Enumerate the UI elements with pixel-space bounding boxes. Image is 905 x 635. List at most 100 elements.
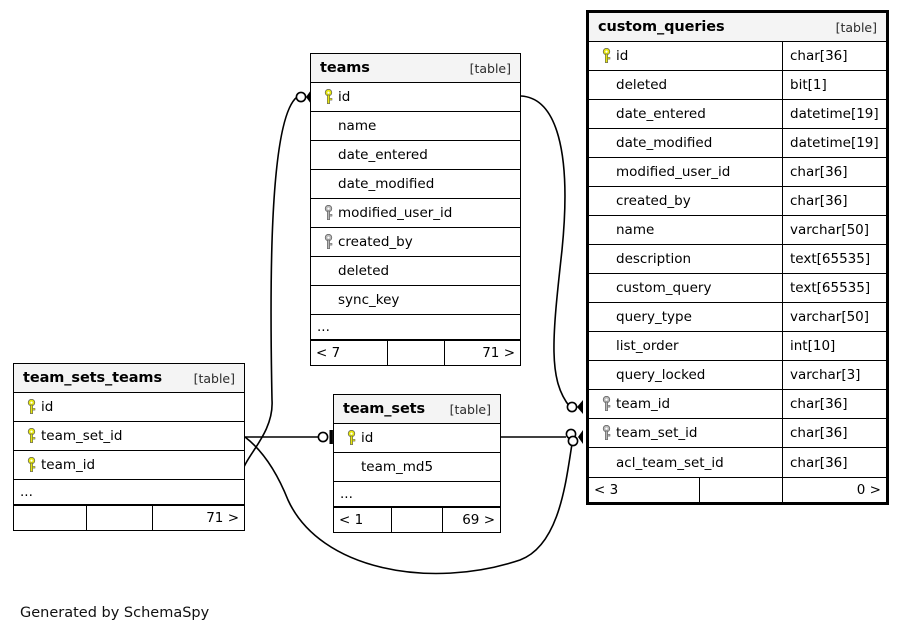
column-type: varchar[3] bbox=[782, 361, 886, 389]
column-name: description bbox=[616, 251, 692, 267]
more-columns-indicator: ... bbox=[334, 482, 500, 507]
column-name: name bbox=[616, 222, 655, 238]
table-type-tag: [table] bbox=[469, 60, 511, 76]
table-type-tag: [table] bbox=[449, 401, 491, 417]
primary-key-icon bbox=[22, 457, 41, 473]
footer-children-count: 71 > bbox=[444, 341, 520, 365]
footer-middle bbox=[391, 508, 442, 532]
footer-middle bbox=[387, 341, 444, 365]
column-type: char[36] bbox=[782, 390, 886, 418]
column-name-cell: created_by bbox=[311, 234, 520, 250]
column-name: modified_user_id bbox=[616, 164, 731, 180]
table-row[interactable]: sync_key bbox=[311, 286, 520, 315]
column-name: deleted bbox=[338, 263, 390, 279]
table-rows-team-sets-teams: id team_set_id team_id... bbox=[14, 393, 244, 505]
column-name: deleted bbox=[616, 77, 668, 93]
table-row[interactable]: date_entered bbox=[311, 141, 520, 170]
table-row[interactable]: modified_user_id bbox=[311, 199, 520, 228]
column-name-cell: team_md5 bbox=[334, 459, 500, 475]
table-teams[interactable]: teams [table] id name date_entered date_mod… bbox=[310, 53, 521, 366]
table-row[interactable]: team_id bbox=[14, 451, 244, 480]
column-type: char[36] bbox=[782, 158, 886, 186]
table-row[interactable]: query_locked varchar[3] bbox=[589, 361, 886, 390]
edge-teams-to-custom-queries bbox=[520, 95, 571, 408]
footer-parents-count: < 3 bbox=[594, 482, 619, 498]
table-header-teams: teams [table] bbox=[311, 54, 520, 83]
column-name: team_set_id bbox=[616, 425, 698, 441]
column-name: query_locked bbox=[616, 367, 706, 383]
column-name: team_id bbox=[41, 457, 96, 473]
column-name-cell: deleted bbox=[311, 263, 520, 279]
table-row[interactable]: id bbox=[14, 393, 244, 422]
table-row[interactable]: created_by bbox=[311, 228, 520, 257]
endpoint-circle-custom-queries-team-set-id-a bbox=[565, 428, 577, 440]
primary-key-icon bbox=[22, 428, 41, 444]
table-row[interactable]: id bbox=[334, 424, 500, 453]
table-row[interactable]: team_set_id bbox=[14, 422, 244, 451]
table-row[interactable]: team_md5 bbox=[334, 453, 500, 482]
column-name-cell: team_set_id bbox=[589, 425, 782, 441]
column-name: id bbox=[616, 48, 629, 64]
column-type: datetime[19] bbox=[782, 100, 886, 128]
table-title: team_sets bbox=[343, 401, 426, 417]
primary-key-icon bbox=[342, 430, 361, 446]
column-name-cell: id bbox=[14, 399, 244, 415]
column-name-cell: query_type bbox=[589, 309, 782, 325]
footer-middle bbox=[86, 506, 152, 530]
column-type: char[36] bbox=[782, 448, 886, 477]
table-row[interactable]: date_modified bbox=[311, 170, 520, 199]
table-rows-team-sets: id team_md5... bbox=[334, 424, 500, 507]
endpoint-circle-custom-queries-team-id bbox=[566, 401, 578, 413]
table-row[interactable]: deleted bbox=[311, 257, 520, 286]
column-name: date_entered bbox=[338, 147, 428, 163]
column-name: created_by bbox=[338, 234, 413, 250]
column-name-cell: modified_user_id bbox=[311, 205, 520, 221]
column-name: modified_user_id bbox=[338, 205, 453, 221]
table-title: custom_queries bbox=[598, 19, 725, 35]
table-header-team-sets-teams: team_sets_teams [table] bbox=[14, 364, 244, 393]
column-name: date_modified bbox=[616, 135, 713, 151]
column-name-cell: team_id bbox=[14, 457, 244, 473]
column-name: team_set_id bbox=[41, 428, 123, 444]
column-name-cell: created_by bbox=[589, 193, 782, 209]
column-name: created_by bbox=[616, 193, 691, 209]
column-name-cell: date_modified bbox=[311, 176, 520, 192]
column-name-cell: modified_user_id bbox=[589, 164, 782, 180]
column-name-cell: deleted bbox=[589, 77, 782, 93]
endpoint-circle-team-sets-id-left bbox=[317, 431, 329, 443]
diagram-caption: Generated by SchemaSpy bbox=[20, 605, 210, 621]
endpoint-arrow-custom-queries-team-id bbox=[577, 400, 583, 414]
more-columns-indicator: ... bbox=[14, 480, 244, 505]
column-name: custom_query bbox=[616, 280, 712, 296]
column-name-cell: date_entered bbox=[589, 106, 782, 122]
table-row[interactable]: modified_user_id char[36] bbox=[589, 158, 886, 187]
column-name-cell: id bbox=[311, 89, 520, 105]
column-type: text[65535] bbox=[782, 274, 886, 302]
table-row[interactable]: id bbox=[311, 83, 520, 112]
column-name-cell: description bbox=[589, 251, 782, 267]
foreign-key-icon bbox=[319, 234, 338, 250]
table-row[interactable]: name bbox=[311, 112, 520, 141]
footer-parents-count bbox=[14, 506, 86, 530]
table-title: teams bbox=[320, 60, 370, 76]
column-name-cell: id bbox=[334, 430, 500, 446]
column-name: id bbox=[361, 430, 374, 446]
column-name-cell: custom_query bbox=[589, 280, 782, 296]
table-row[interactable]: custom_query text[65535] bbox=[589, 274, 886, 303]
